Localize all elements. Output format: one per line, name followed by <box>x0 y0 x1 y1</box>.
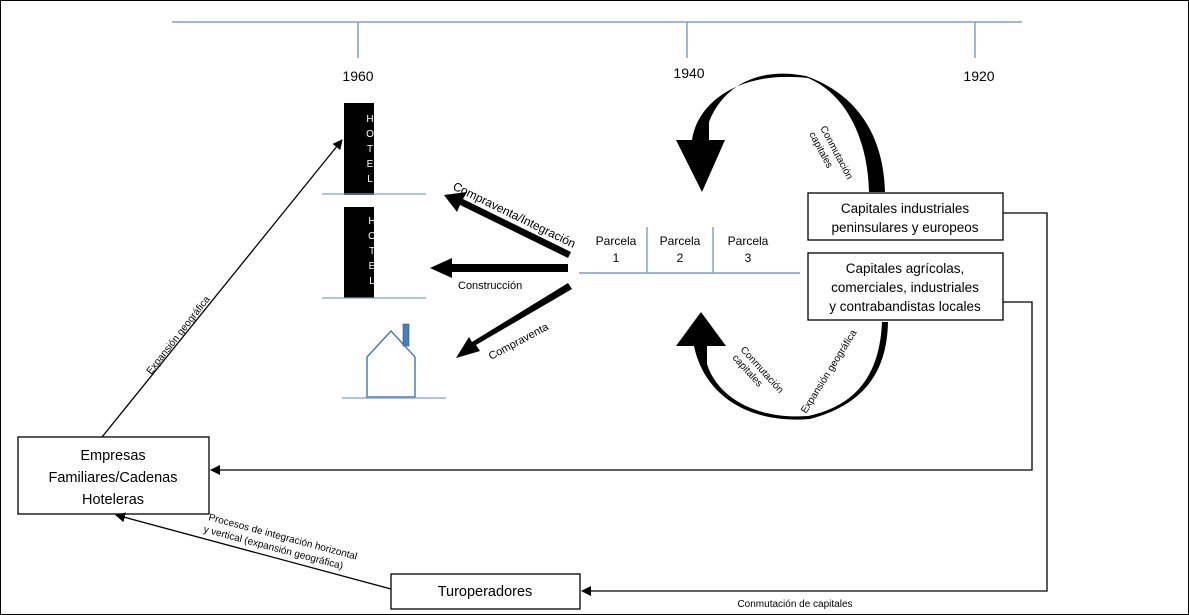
hotel-letter: L <box>367 174 373 185</box>
year-1920: 1920 <box>963 68 994 84</box>
hotel-letter: O <box>368 231 376 242</box>
house-icon <box>342 323 446 399</box>
bottom-cycle-arrow: Conmutación capitales Expansión geográfi… <box>676 312 888 420</box>
box-hotel-line-1: Empresas <box>80 448 145 464</box>
arrow-construccion <box>430 258 568 278</box>
label-compraventa: Compraventa <box>487 321 552 363</box>
arrow-tour-to-hotel <box>115 512 392 590</box>
hotel-letter: T <box>369 246 375 257</box>
box-agricultural-line-1: Capitales agrícolas, <box>846 261 965 276</box>
plot-label-3: Parcela <box>728 234 769 248</box>
top-cycle-arrow: Expansión geográfica Conmutación capital… <box>676 73 885 192</box>
box-hotel-companies: Empresas Familiares/Cadenas Hoteleras <box>17 436 210 515</box>
label-expansion-left: Expansión geográfica <box>145 294 213 377</box>
box-tour-operators-label: Turoperadores <box>438 584 533 600</box>
chimney-icon <box>402 323 410 347</box>
hotel-letter: E <box>369 261 376 272</box>
plot-number-2: 2 <box>677 251 684 265</box>
hotel-letter: T <box>367 144 373 155</box>
box-agricultural-line-2: comerciales, industriales <box>831 280 979 295</box>
box-tour-operators: Turoperadores <box>390 573 581 610</box>
arrow-industrial-to-tour <box>581 212 1048 596</box>
hotel-letter: E <box>367 159 374 170</box>
box-agricultural-capitals: Capitales agrícolas, comerciales, indust… <box>807 252 1004 321</box>
box-hotel-line-2: Familiares/Cadenas <box>49 470 178 486</box>
box-hotel-line-3: Hoteleras <box>82 492 144 508</box>
plot-number-3: 3 <box>745 251 752 265</box>
label-compraventa-integracion: Compraventa/Integración <box>451 179 578 251</box>
hotel-building-2: H O T E L <box>322 207 426 299</box>
arrow-expansion-to-hotel <box>101 139 343 438</box>
hotel-letter: H <box>366 114 373 125</box>
label-construccion: Construcción <box>458 280 522 292</box>
year-1960: 1960 <box>342 68 373 84</box>
label-bottom-conmutacion: Conmutación de capitales <box>737 599 852 610</box>
label-bottom-expansion: Expansión geográfica <box>799 328 860 416</box>
hotel-letter: L <box>369 276 375 287</box>
thick-arrows: Compraventa/Integración Construcción Com… <box>430 179 578 363</box>
box-agricultural-line-3: y contrabandistas locales <box>829 299 981 314</box>
hotel-tower <box>344 103 374 195</box>
arrow-agricultural-to-hotel <box>210 301 1033 475</box>
box-industrial-capitals: Capitales industriales peninsulares y eu… <box>807 192 1004 241</box>
plot-label-1: Parcela <box>596 234 637 248</box>
label-top-expansion: Expansión geográfica <box>717 101 802 165</box>
plot-number-1: 1 <box>613 251 620 265</box>
hotel-letter: O <box>366 129 374 140</box>
arrow-compraventa-integracion <box>444 192 571 258</box>
arrow-compraventa <box>456 283 572 358</box>
year-1940: 1940 <box>673 65 704 81</box>
plot-label-2: Parcela <box>660 234 701 248</box>
hotel-tower <box>344 207 374 298</box>
hotel-letter: H <box>368 216 375 227</box>
timeline: 1960 1940 1920 <box>172 21 1022 84</box>
plots: Parcela 1 Parcela 2 Parcela 3 <box>579 227 800 274</box>
hotel-building-1: H O T E L <box>322 103 426 195</box>
box-industrial-line-2: peninsulares y europeos <box>831 220 978 235</box>
box-industrial-line-1: Capitales industriales <box>841 201 970 216</box>
